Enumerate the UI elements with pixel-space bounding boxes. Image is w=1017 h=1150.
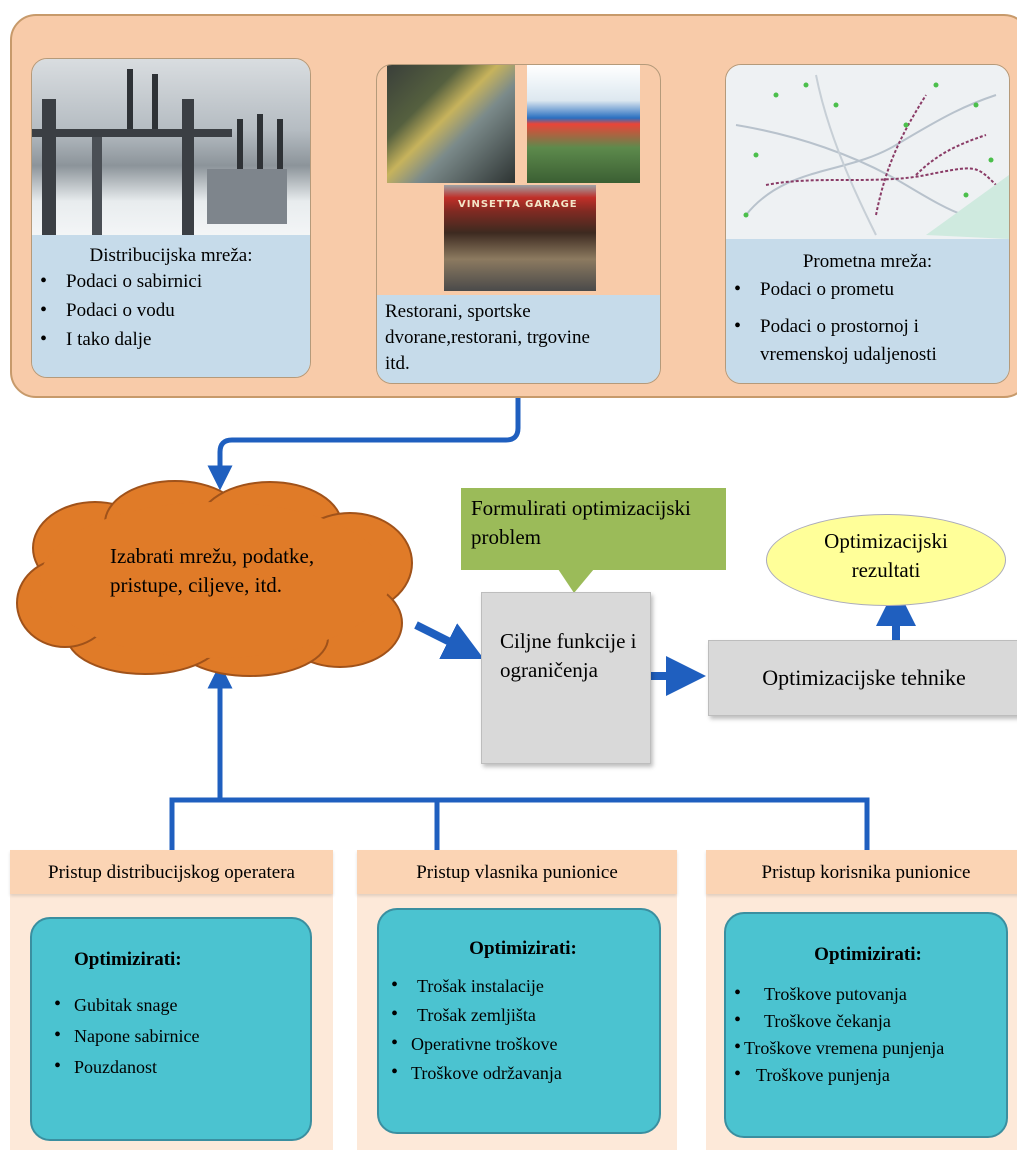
user-approach-panel: Pristup korisnika punionice Optimizirati… xyxy=(706,850,1017,1150)
traffic-network-card: Prometna mreža: Podaci o prometu Podaci … xyxy=(725,64,1010,384)
distribution-text-box: Distribucijska mreža: Podaci o sabirnici… xyxy=(32,235,310,377)
techniques-text: Optimizacijske tehnike xyxy=(762,665,966,690)
traffic-title: Prometna mreža: xyxy=(802,251,933,272)
panel-header: Pristup distribucijskog operatera xyxy=(10,850,333,894)
road-network-illustration xyxy=(735,74,1009,239)
distribution-title: Distribucijska mreža: xyxy=(89,245,253,266)
list-item: Troškove punjenja xyxy=(730,1063,1006,1086)
list-item: Podaci o prostornoj i vremenskoj udaljen… xyxy=(726,312,980,369)
list-item: Gubitak snage xyxy=(50,993,310,1016)
cloud-shape xyxy=(16,480,413,677)
owner-optimize-list: Trošak instalacije Trošak zemljišta Oper… xyxy=(387,974,659,1084)
list-item: Troškove čekanja xyxy=(730,1009,1006,1032)
panel-header: Pristup vlasnika punionice xyxy=(357,850,677,894)
list-item: Pouzdanost xyxy=(50,1055,310,1078)
list-item: Troškove vremena punjenja xyxy=(730,1036,1006,1059)
list-item: Trošak zemljišta xyxy=(387,1003,659,1026)
list-item: Podaci o prometu xyxy=(726,278,1009,301)
operator-approach-panel: Pristup distribucijskog operatera Optimi… xyxy=(10,850,333,1150)
owner-optimize-box: Optimizirati: Trošak instalacije Trošak … xyxy=(377,908,661,1134)
optimize-title: Optimizirati: xyxy=(814,944,922,965)
places-card: VINSETTA GARAGE Restorani, sportske dvor… xyxy=(376,64,661,384)
user-optimize-box: Optimizirati: Troškove putovanja Troškov… xyxy=(724,912,1008,1138)
cloud-text: Izabrati mrežu, podatke, pristupe, cilje… xyxy=(110,544,315,597)
list-item: Troškove putovanja xyxy=(730,982,1006,1005)
callout-pointer xyxy=(558,569,594,593)
operator-optimize-list: Gubitak snage Napone sabirnice Pouzdanos… xyxy=(50,993,310,1078)
substation-photo xyxy=(32,59,310,237)
list-item: Podaci o sabirnici xyxy=(32,270,310,293)
list-item: Troškove održavanja xyxy=(387,1061,659,1084)
objective-functions-box: Ciljne funkcije i ograničenja xyxy=(481,592,651,764)
results-text: Optimizacijski rezultati xyxy=(824,529,948,582)
list-item: Operativne troškove xyxy=(387,1032,659,1055)
substation-illustration xyxy=(32,69,287,237)
arrow-cloud-to-objective xyxy=(414,621,484,659)
formulate-problem-callout: Formulirati optimizacijski problem xyxy=(461,488,726,570)
operator-optimize-box: Optimizirati: Gubitak snage Napone sabir… xyxy=(30,917,312,1141)
distribution-network-card: Distribucijska mreža: Podaci o sabirnici… xyxy=(31,58,311,378)
list-item: Podaci o vodu xyxy=(32,299,310,322)
objective-text: Ciljne funkcije i ograničenja xyxy=(500,629,637,682)
optimize-title: Optimizirati: xyxy=(74,949,182,970)
optimization-results-ellipse: Optimizacijski rezultati xyxy=(766,514,1006,606)
traffic-text-box: Prometna mreža: Podaci o prometu Podaci … xyxy=(726,239,1009,383)
optimization-techniques-box: Optimizacijske tehnike xyxy=(708,640,1017,716)
mall-photo xyxy=(387,65,515,183)
road-network-map xyxy=(726,65,1009,239)
approaches-bracket xyxy=(169,797,870,858)
owner-approach-panel: Pristup vlasnika punionice Optimizirati:… xyxy=(357,850,677,1150)
distribution-list: Podaci o sabirnici Podaci o vodu I tako … xyxy=(32,270,310,351)
optimize-title: Optimizirati: xyxy=(469,938,577,959)
garage-photo: VINSETTA GARAGE xyxy=(444,185,596,291)
callout-text: Formulirati optimizacijski problem xyxy=(471,496,691,549)
gas-station-photo xyxy=(527,65,640,183)
places-text-box: Restorani, sportske dvorane,restorani, t… xyxy=(377,295,660,383)
panel-header: Pristup korisnika punionice xyxy=(706,850,1017,894)
arrow-data-to-cloud xyxy=(207,398,521,491)
user-optimize-list: Troškove putovanja Troškove čekanja Troš… xyxy=(730,982,1006,1086)
places-text: Restorani, sportske dvorane,restorani, t… xyxy=(385,301,590,374)
garage-sign: VINSETTA GARAGE xyxy=(458,199,578,210)
list-item: Trošak instalacije xyxy=(387,974,659,997)
list-item: Napone sabirnice xyxy=(50,1024,310,1047)
list-item: I tako dalje xyxy=(32,328,310,351)
traffic-list: Podaci o prometu Podaci o prostornoj i v… xyxy=(726,278,1009,369)
